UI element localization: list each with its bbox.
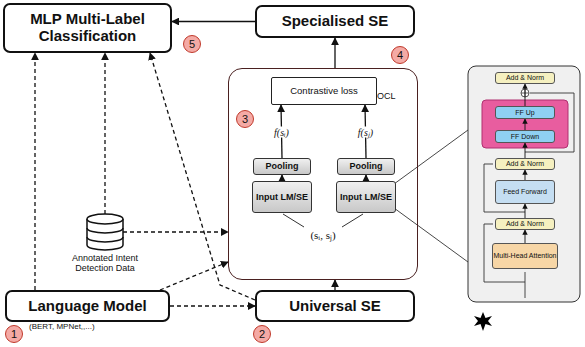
node-text: FF Down	[511, 133, 539, 141]
edge-label: f(sᵢ)	[272, 126, 291, 137]
norm-box: Add & Norm	[495, 72, 555, 84]
node-text: Specialised SE	[282, 13, 389, 30]
model-box: Language Model(BERT, MPNet,,...)	[5, 290, 170, 322]
node-text: Input LM/SE	[340, 192, 392, 202]
callout-number: 3	[242, 113, 248, 125]
encoder-input-box: Input LM/SE	[336, 181, 396, 213]
dashed-arrow	[150, 53, 255, 300]
norm-box: Add & Norm	[495, 158, 555, 170]
dashed-arrow	[123, 231, 228, 232]
dashed-arrow	[104, 53, 105, 214]
edge-label: f(sⱼ)	[356, 126, 375, 137]
callout-number: 1	[11, 328, 17, 340]
arrow	[525, 230, 526, 243]
zoom-line	[394, 130, 468, 262]
callout-number: 2	[259, 328, 265, 340]
arrow	[525, 143, 526, 158]
node-text: Annotated Intent Detection Data	[63, 253, 147, 273]
transformer-block	[468, 66, 580, 302]
node-text: Pooling	[266, 161, 299, 171]
callout-number: 5	[189, 38, 195, 50]
node-text: Pooling	[350, 161, 383, 171]
node-text: (BERT, MPNet,,...)	[29, 323, 95, 332]
arrow	[525, 170, 526, 180]
arrow	[525, 204, 526, 218]
node-text: Add & Norm	[506, 74, 544, 82]
node-text: FF Up	[515, 109, 534, 117]
database-top	[87, 214, 123, 224]
node-text: MLP Multi-Label Classification	[5, 11, 170, 45]
pooling-box: Pooling	[253, 158, 311, 175]
arrow	[172, 21, 255, 22]
node-text: Multi-Head Attention	[493, 252, 556, 260]
encoder-box: Universal SE	[255, 290, 415, 322]
encoder-input-box: Input LM/SE	[252, 181, 312, 213]
node-text: Contrastive loss	[290, 86, 358, 97]
node-text: Feed Forward	[503, 188, 547, 196]
adapter-box	[482, 100, 568, 148]
training-region: OCL Contrastive loss 3Pooling PoolingInput …	[228, 68, 418, 280]
database-icon	[87, 214, 123, 250]
ff-box: Feed Forward	[495, 180, 555, 204]
node-text: Universal SE	[289, 298, 381, 315]
ff-box: FF Up	[495, 106, 555, 119]
pooling-box: Pooling	[337, 158, 395, 175]
database-rings	[87, 228, 123, 242]
dashed-arrow	[170, 305, 255, 306]
arrow	[334, 38, 335, 68]
node-text: OCL	[377, 91, 396, 101]
arrow	[525, 84, 526, 106]
callout-number: 4	[391, 46, 409, 64]
attention-box: Multi-Head Attention	[492, 243, 558, 269]
node-text: Language Model	[28, 298, 146, 315]
node-text: Add & Norm	[506, 160, 544, 168]
callout-number: 3	[236, 110, 254, 128]
node-text: Input LM/SE	[256, 192, 308, 202]
input-wire	[525, 272, 526, 298]
node-text: Add & Norm	[506, 220, 544, 228]
loss-box: Contrastive loss	[271, 77, 377, 105]
residual-wire	[525, 93, 574, 152]
star-symbol	[474, 312, 492, 331]
arrow	[525, 119, 526, 130]
pair-leader	[283, 214, 363, 227]
dashed-arrow	[160, 262, 228, 290]
ff-box: FF Down	[495, 130, 555, 143]
dashed-arrow	[34, 53, 35, 290]
encoder-box: Specialised SE	[255, 5, 415, 38]
callout-number: 2	[253, 325, 271, 343]
pair-label: (sᵢ, sⱼ)	[310, 227, 335, 242]
classifier-box: MLP Multi-Label Classification	[3, 3, 172, 53]
callout-number: 5	[183, 35, 201, 53]
database-node: Annotated Intent Detection Data	[87, 214, 123, 250]
norm-box: Add & Norm	[495, 218, 555, 230]
callout-number: 4	[397, 49, 403, 61]
callout-number: 1	[5, 325, 23, 343]
arrow	[334, 280, 335, 290]
